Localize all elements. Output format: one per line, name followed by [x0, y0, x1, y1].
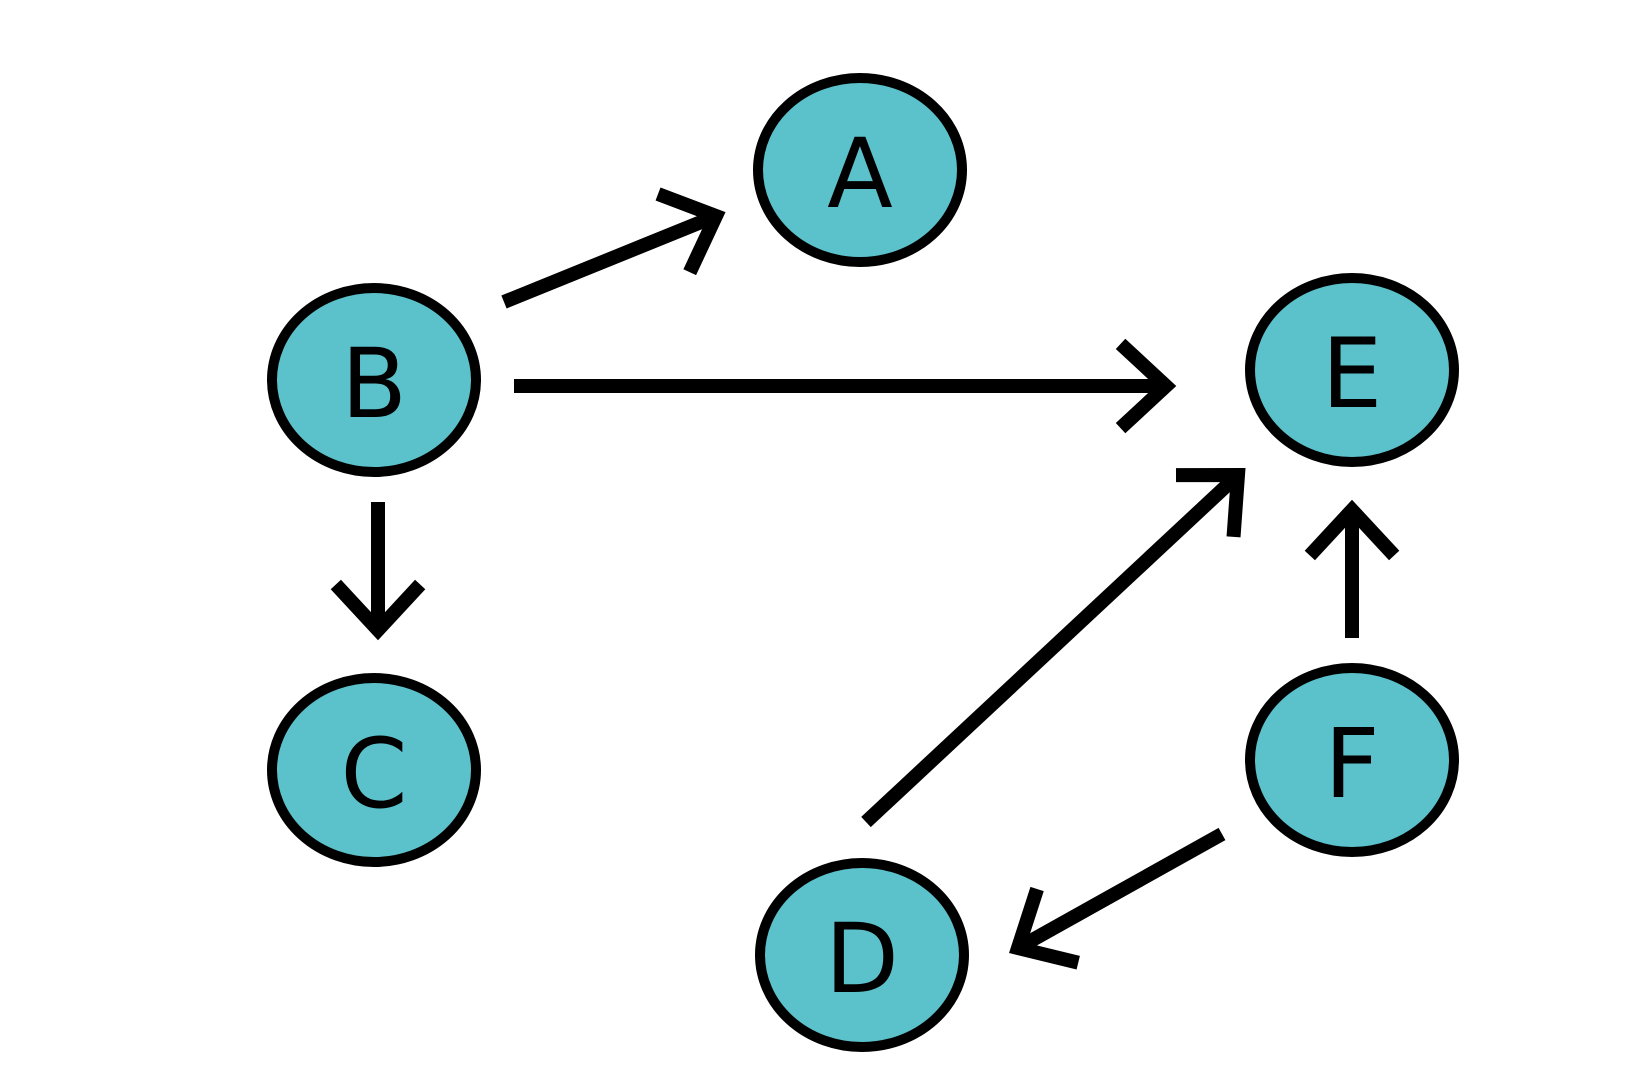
arrowhead-icon [1115, 338, 1177, 434]
edge-b-to-c [330, 502, 426, 641]
edge-f-to-d [1009, 827, 1226, 970]
edge-b-to-a [501, 187, 726, 309]
node-ellipse [1245, 663, 1459, 857]
arrowhead-icon [1009, 886, 1080, 970]
node-ellipse [1245, 273, 1459, 467]
node-label: D [825, 903, 899, 1015]
node-ellipse [755, 858, 969, 1052]
node-label: C [340, 718, 407, 830]
edge-b-to-e [514, 338, 1177, 434]
edge-line [1014, 827, 1226, 955]
edge-line [501, 209, 719, 309]
nodes-layer: A B C D E F [267, 73, 1459, 1052]
node-label: F [1324, 708, 1379, 820]
edges-layer [330, 187, 1400, 970]
node-ellipse [267, 673, 481, 867]
edge-f-to-e [1304, 499, 1400, 638]
arrowhead-icon [1175, 467, 1246, 538]
arrowhead-icon [655, 187, 726, 276]
node-label: B [341, 328, 407, 440]
node-ellipse [267, 283, 481, 477]
arrowhead-icon [1304, 499, 1400, 561]
node-a: A [753, 73, 967, 267]
node-e: E [1245, 273, 1459, 467]
arrowhead-icon [330, 579, 426, 641]
node-c: C [267, 673, 481, 867]
node-label: E [1322, 318, 1383, 430]
node-label: A [827, 118, 893, 230]
node-ellipse [753, 73, 967, 267]
edge-line [861, 469, 1243, 828]
node-b: B [267, 283, 481, 477]
edge-d-to-e [861, 467, 1246, 828]
node-f: F [1245, 663, 1459, 857]
node-d: D [755, 858, 969, 1052]
